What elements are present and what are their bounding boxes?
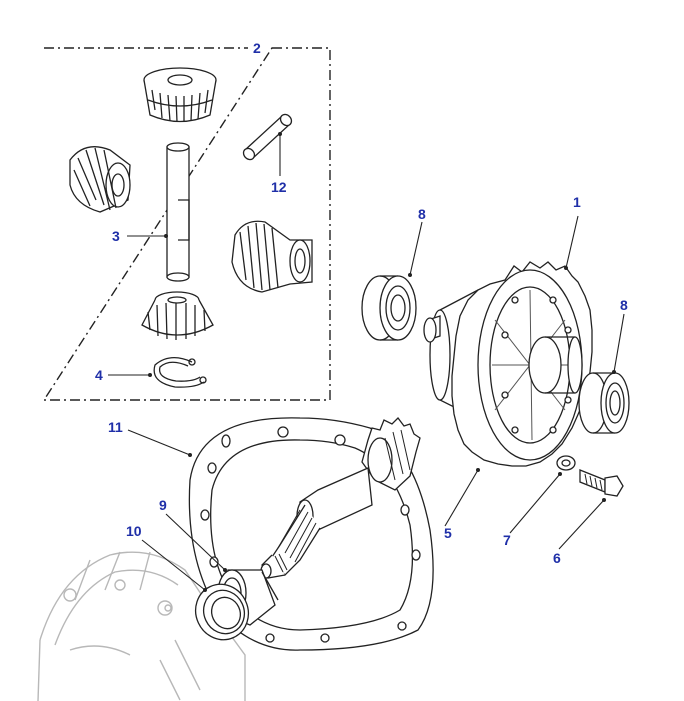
leader-10 — [141, 539, 206, 591]
bolt — [580, 470, 623, 496]
callout-4: 4 — [95, 367, 103, 383]
oil-seal — [187, 576, 258, 649]
callout-6: 6 — [553, 550, 561, 566]
callout-7: 7 — [503, 532, 511, 548]
leader-9 — [165, 513, 226, 571]
washer — [557, 456, 575, 470]
leader-8b — [613, 313, 625, 373]
callout-9: 9 — [159, 497, 167, 513]
callout-12: 12 — [271, 179, 287, 195]
callout-2: 2 — [253, 40, 261, 56]
leader-5 — [444, 469, 479, 527]
side-gear-left — [70, 147, 130, 212]
leader-7 — [509, 473, 561, 534]
bearing-right — [579, 373, 629, 433]
bearing-left — [362, 276, 416, 340]
leader-8a — [409, 221, 423, 276]
callout-8-right: 8 — [620, 297, 628, 313]
side-gear-bottom — [142, 292, 213, 340]
circlip — [154, 358, 206, 387]
leader-lines — [108, 134, 625, 591]
leader-11 — [127, 429, 191, 456]
axle-housing-ghost — [37, 551, 246, 701]
side-gear-right — [232, 221, 312, 292]
leader-dots — [148, 132, 616, 592]
callout-5: 5 — [444, 525, 452, 541]
pinion-shaft — [261, 418, 420, 578]
kit-2-boundary — [42, 47, 331, 401]
cross-shaft — [167, 143, 189, 281]
leader-1 — [565, 215, 579, 269]
callout-8-left: 8 — [418, 206, 426, 222]
differential-case — [424, 262, 592, 466]
roll-pin — [241, 112, 293, 162]
side-gear-top — [144, 68, 216, 122]
callout-10: 10 — [126, 523, 142, 539]
leader-6 — [558, 499, 605, 550]
callout-1: 1 — [573, 194, 581, 210]
callout-11: 11 — [108, 419, 123, 435]
callout-3: 3 — [112, 228, 120, 244]
